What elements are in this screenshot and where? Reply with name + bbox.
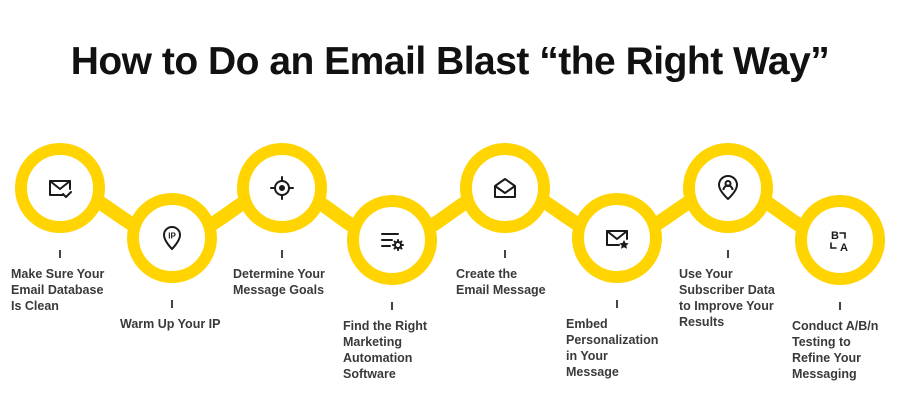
step-4-label: Find the Right Marketing Automation Soft… <box>343 318 427 382</box>
step-8-line-1: Conduct A/B/n <box>792 319 879 333</box>
step-4-tick <box>391 302 393 310</box>
step-7-line-1: Use Your <box>679 267 733 281</box>
svg-text:B: B <box>831 230 839 242</box>
svg-text:IP: IP <box>168 232 176 241</box>
step-ring-8 <box>795 195 885 285</box>
step-3-line-2: Message Goals <box>233 283 325 297</box>
step-3-line-1: Determine Your <box>233 267 325 281</box>
step-5-line-2: Email Message <box>456 283 546 297</box>
open-envelope-icon <box>494 178 516 198</box>
step-4-line-4: Software <box>343 367 396 381</box>
step-ring-7 <box>683 143 773 233</box>
step-7-tick <box>727 250 729 258</box>
step-8-tick <box>839 302 841 310</box>
step-4-line-3: Automation <box>343 351 413 365</box>
step-2-label: Warm Up Your IP <box>120 316 220 332</box>
step-6-label: Embed Personalization in Your Message <box>566 316 658 380</box>
step-1-line-1: Make Sure Your <box>11 267 105 281</box>
step-6-line-4: Message <box>566 365 619 379</box>
step-7-label: Use Your Subscriber Data to Improve Your… <box>679 266 775 330</box>
page-title: How to Do an Email Blast “the Right Way” <box>70 40 830 83</box>
step-7-line-2: Subscriber Data <box>679 283 775 297</box>
user-pin-icon <box>718 175 738 200</box>
target-icon <box>270 176 294 200</box>
step-6-tick <box>616 300 618 308</box>
step-2-tick <box>171 300 173 308</box>
step-ring-2 <box>127 193 217 283</box>
ab-test-icon: B A <box>830 230 848 253</box>
step-2-line-1: Warm Up Your IP <box>120 317 221 331</box>
step-1-line-2: Email Database <box>11 283 104 297</box>
step-6-line-2: Personalization <box>566 333 659 347</box>
step-1-tick <box>59 250 61 258</box>
step-6-line-1: Embed <box>566 317 608 331</box>
step-8-label: Conduct A/B/n Testing to Refine Your Mes… <box>792 318 878 382</box>
email-check-icon <box>49 180 72 198</box>
step-5-label: Create the Email Message <box>456 266 546 298</box>
step-5-tick <box>504 250 506 258</box>
step-7-line-4: Results <box>679 315 725 329</box>
step-4-line-1: Find the Right <box>343 319 428 333</box>
ip-pin-icon: IP <box>163 226 181 250</box>
step-3-tick <box>281 250 283 258</box>
step-1-line-3: Is Clean <box>11 299 59 313</box>
step-ring-5 <box>460 143 550 233</box>
step-5-line-1: Create the <box>456 267 518 281</box>
step-8-line-4: Messaging <box>792 367 857 381</box>
step-6-line-3: in Your <box>566 349 608 363</box>
step-8-line-3: Refine Your <box>792 351 861 365</box>
step-7-line-3: to Improve Your <box>679 299 774 313</box>
step-1-label: Make Sure Your Email Database Is Clean <box>11 266 104 314</box>
step-4-line-2: Marketing <box>343 335 403 349</box>
email-star-icon <box>606 230 629 249</box>
svg-text:A: A <box>840 242 848 253</box>
step-8-line-2: Testing to <box>792 335 851 349</box>
step-3-label: Determine Your Message Goals <box>233 266 325 298</box>
list-gear-icon <box>381 233 404 251</box>
